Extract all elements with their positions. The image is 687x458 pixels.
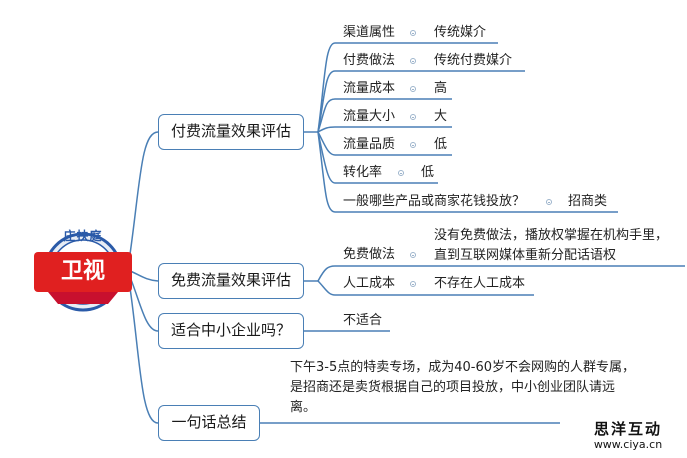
leaf-key-conversion[interactable]: 转化率: [343, 165, 383, 180]
leaf-value-labor-cost[interactable]: 不存在人工成本: [434, 276, 526, 291]
branch-paid-traffic[interactable]: 付费流量效果评估: [158, 114, 304, 150]
central-badge-text: 庄扶庭: [63, 229, 103, 243]
separator-icon: [398, 170, 404, 176]
leaf-key-paid-method[interactable]: 付费做法: [343, 53, 396, 68]
separator-icon: [410, 30, 416, 36]
separator-icon: [410, 252, 416, 258]
separator-icon: [410, 114, 416, 120]
leaf-value-paid-method[interactable]: 传统付费媒介: [434, 53, 513, 68]
leaf-value-free-method[interactable]: 没有免费做法，播放权掌握在机构手里，直到互联网媒体重新分配话语权: [434, 228, 669, 263]
watermark-url: www.ciya.cn: [593, 438, 663, 451]
leaf-key-channel[interactable]: 渠道属性: [343, 25, 396, 40]
connector-central-b1: [127, 131, 159, 269]
leaf-value-who-pays[interactable]: 招商类: [568, 194, 608, 209]
leaf-key-traffic-quality[interactable]: 流量品质: [343, 137, 396, 152]
separator-icon: [410, 58, 416, 64]
central-label: 卫视: [60, 259, 105, 284]
separator-icon: [546, 199, 552, 205]
leaf-key-labor-cost[interactable]: 人工成本: [343, 276, 396, 291]
central-node[interactable]: 庄扶庭 卫视: [28, 222, 138, 316]
connector-central-b4: [127, 273, 159, 424]
central-badge-icon: [34, 232, 132, 312]
leaf-value-summary[interactable]: 下午3-5点的特卖专场，成为40-60岁不会网购的人群专属，是招商还是卖货根据自…: [290, 360, 636, 415]
leaf-value-conversion[interactable]: 低: [421, 165, 435, 180]
leaf-key-traffic-size[interactable]: 流量大小: [343, 109, 396, 124]
leaf-value-channel[interactable]: 传统媒介: [434, 25, 487, 40]
leaf-value-traffic-size[interactable]: 大: [434, 109, 448, 124]
leaf-key-who-pays[interactable]: 一般哪些产品或商家花钱投放？: [343, 194, 526, 209]
branch-free-traffic[interactable]: 免费流量效果评估: [158, 263, 304, 299]
branch-summary[interactable]: 一句话总结: [158, 405, 260, 441]
watermark: 思洋互动 www.ciya.cn: [578, 420, 678, 452]
leaf-value-traffic-cost[interactable]: 高: [434, 81, 448, 96]
separator-icon: [410, 86, 416, 92]
leaf-key-traffic-cost[interactable]: 流量成本: [343, 81, 396, 96]
watermark-name: 思洋互动: [593, 420, 662, 438]
leaf-value-sme[interactable]: 不适合: [343, 313, 383, 328]
separator-icon: [410, 142, 416, 148]
branch-sme-suitability[interactable]: 适合中小企业吗？: [158, 313, 304, 349]
separator-icon: [410, 281, 416, 287]
leaf-key-free-method[interactable]: 免费做法: [343, 247, 396, 262]
leaf-value-traffic-quality[interactable]: 低: [434, 137, 448, 152]
